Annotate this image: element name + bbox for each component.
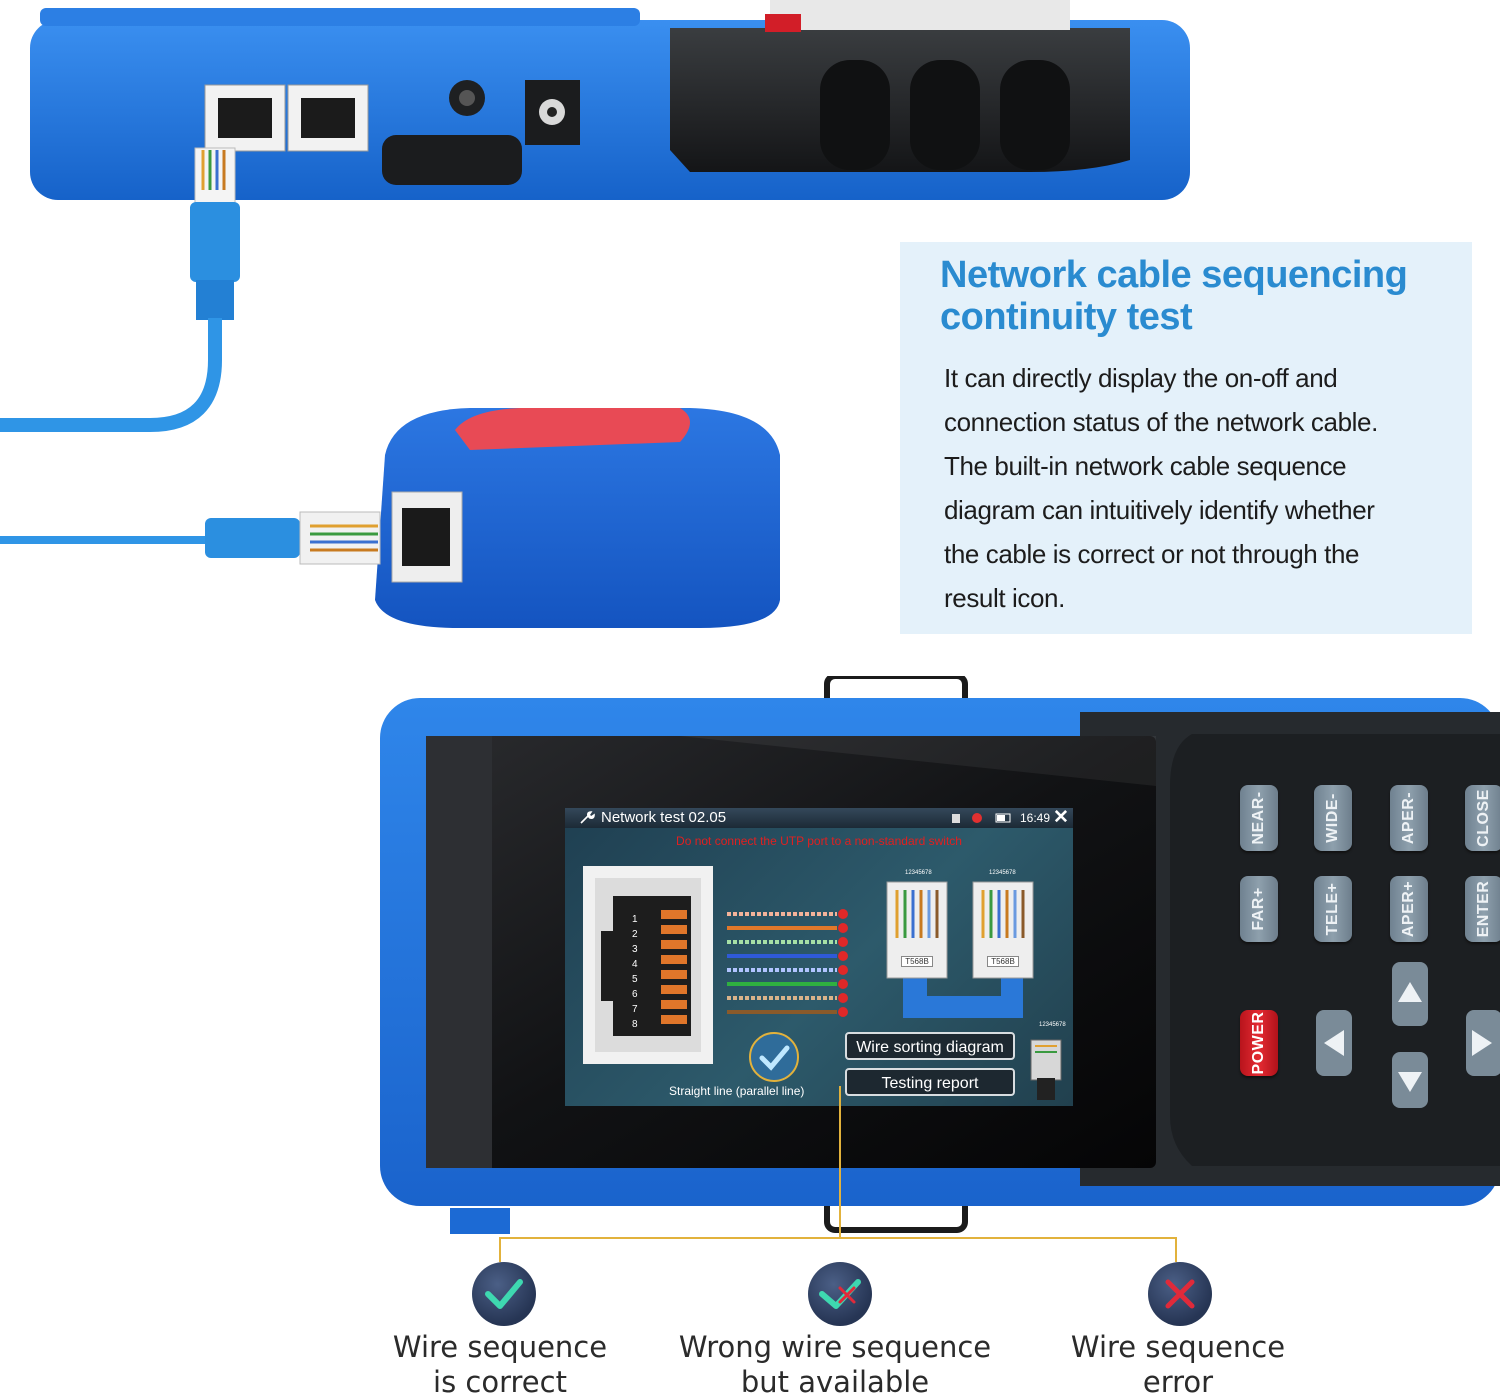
key-label: APER+ — [1400, 880, 1417, 938]
description-line: It can directly display the on-off and — [944, 363, 1338, 393]
connector-pair-diagram — [886, 881, 1034, 1018]
rj45-port-diagram — [583, 866, 713, 1064]
check-cross-icon — [808, 1262, 872, 1326]
device-screen: Network test 02.05 16:49 ✕ Do not connec… — [565, 808, 1073, 1106]
pin-number: 6 — [632, 989, 638, 1000]
key-label: FAR+ — [1250, 887, 1267, 931]
screen-result-check-icon — [749, 1032, 799, 1082]
battery-icon — [995, 813, 1011, 823]
legend-line: is correct — [433, 1365, 567, 1399]
wire-map-lines — [727, 909, 848, 1017]
legend-correct-label: Wire sequence is correct — [380, 1330, 620, 1400]
signal-icon — [972, 813, 982, 823]
legend-available-label: Wrong wire sequence but available — [660, 1330, 1010, 1400]
plug-thumbnail — [1030, 1039, 1062, 1100]
remote-terminator-unit — [0, 408, 780, 628]
wrench-icon — [580, 811, 595, 824]
feature-callout: Network cable sequencing continuity test… — [900, 242, 1472, 634]
close-key[interactable]: CLOSE — [1465, 785, 1500, 851]
wire-sorting-diagram-button[interactable]: Wire sorting diagram — [845, 1032, 1015, 1060]
pin-number: 4 — [632, 959, 638, 970]
feature-title: Network cable sequencing continuity test — [940, 254, 1472, 338]
feature-title-line-2: continuity test — [940, 296, 1193, 338]
check-icon — [472, 1262, 536, 1326]
legend-line: error — [1142, 1365, 1214, 1399]
legend-line: Wrong wire sequence — [678, 1330, 992, 1364]
aper-minus-key[interactable]: APER- — [1390, 785, 1428, 851]
description-line: The built-in network cable sequence — [944, 451, 1347, 481]
description-line: result icon. — [944, 583, 1065, 613]
key-label: POWER — [1250, 1011, 1267, 1075]
key-label: ENTER — [1475, 880, 1492, 938]
screen-warning: Do not connect the UTP port to a non-sta… — [676, 834, 962, 848]
arrow-up-icon[interactable] — [1392, 962, 1428, 1026]
pin-number: 7 — [632, 1004, 638, 1015]
arrow-down-icon[interactable] — [1392, 1052, 1428, 1108]
screen-clock: 16:49 — [1020, 811, 1051, 825]
tele-plus-key[interactable]: TELE+ — [1314, 876, 1352, 942]
near-minus-key[interactable]: NEAR- — [1240, 785, 1278, 851]
wide-minus-key[interactable]: WIDE- — [1314, 785, 1352, 851]
enter-key[interactable]: ENTER — [1465, 876, 1500, 942]
screen-title-bar — [565, 808, 1073, 828]
screen-result-label: Straight line (parallel line) — [669, 1084, 805, 1098]
rj45-port-right — [287, 84, 369, 152]
feature-title-line-1: Network cable sequencing — [940, 254, 1408, 296]
pin-number: 1 — [632, 914, 638, 925]
testing-report-button[interactable]: Testing report — [845, 1068, 1015, 1096]
arrow-right-icon[interactable] — [1466, 1010, 1500, 1076]
pin-header-left: 12345678 — [905, 870, 932, 876]
pin-header-right: 12345678 — [989, 870, 1016, 876]
key-label: TELE+ — [1324, 882, 1341, 936]
key-label: WIDE- — [1324, 793, 1341, 843]
lock-icon — [952, 814, 960, 823]
pin-header-thumbnail: 12345678 — [1039, 1022, 1066, 1028]
screen-title: Network test 02.05 — [601, 809, 727, 826]
direction-pad — [1316, 962, 1500, 1108]
legend-line: Wire sequence — [392, 1330, 608, 1364]
pin-number-list: 1 2 3 4 5 6 7 8 — [632, 912, 642, 1032]
legend-line: Wire sequence — [1070, 1330, 1286, 1364]
screen-close-icon[interactable]: ✕ — [1053, 808, 1069, 828]
legend-error-label: Wire sequence error — [1058, 1330, 1298, 1400]
network-cable-top — [0, 147, 240, 432]
feature-description: It can directly display the on-off and c… — [940, 356, 1472, 620]
standard-label-right: T568B — [987, 956, 1019, 967]
power-key[interactable]: POWER — [1240, 1010, 1278, 1076]
cross-icon — [1148, 1262, 1212, 1326]
status-icons — [952, 813, 1011, 823]
arrow-left-icon[interactable] — [1316, 1010, 1352, 1076]
pin-number: 5 — [632, 974, 638, 985]
description-line: connection status of the network cable. — [944, 407, 1378, 437]
far-plus-key[interactable]: FAR+ — [1240, 876, 1278, 942]
pin-number: 2 — [632, 929, 638, 940]
key-label: APER- — [1400, 791, 1417, 845]
rj45-port-left — [204, 84, 286, 152]
description-line: diagram can intuitively identify whether — [944, 495, 1375, 525]
pin-number: 3 — [632, 944, 638, 955]
pin-number: 8 — [632, 1019, 638, 1030]
tester-side-view — [30, 0, 1190, 200]
description-line: the cable is correct or not through the — [944, 539, 1360, 569]
aper-plus-key[interactable]: APER+ — [1390, 876, 1428, 942]
legend-line: but available — [740, 1365, 930, 1399]
key-label: CLOSE — [1475, 789, 1492, 847]
standard-label-left: T568B — [901, 956, 933, 967]
key-label: NEAR- — [1250, 791, 1267, 845]
